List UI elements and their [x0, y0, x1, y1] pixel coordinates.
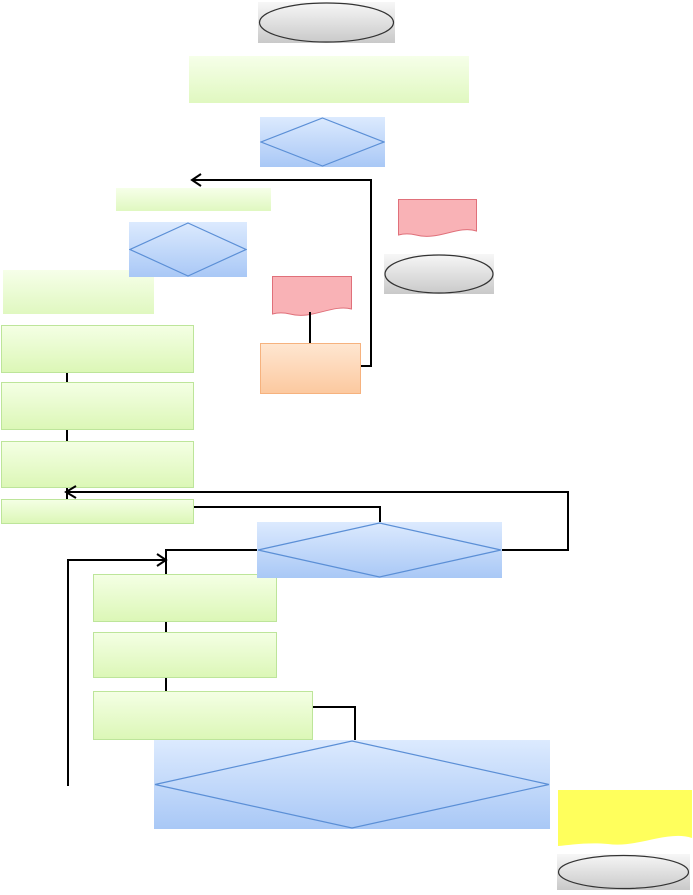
- middle-terminator-shape: [384, 254, 494, 294]
- connector-loop-right: [66, 491, 569, 551]
- red-document-mid: [272, 276, 352, 318]
- bottom-decision: [154, 740, 550, 829]
- left-decision-diamond: [128, 222, 248, 277]
- process-box-3: [1, 441, 194, 488]
- arrowhead-process-bar: [64, 485, 77, 499]
- start-terminator-shape: [258, 2, 395, 43]
- connector-bar-to-wide-decision: [194, 506, 381, 522]
- start-terminator: [258, 2, 395, 43]
- process-bar: [1, 499, 194, 524]
- middle-terminator: [384, 254, 494, 294]
- connector-loop-left: [67, 559, 166, 786]
- arrowhead-process-4: [156, 553, 168, 567]
- yellow-document: [558, 790, 692, 848]
- process-box-5: [93, 632, 277, 678]
- connector-wide-decision-left: [165, 549, 257, 574]
- left-decision: [128, 222, 248, 277]
- process-box-2: [1, 382, 194, 430]
- connector-orange-to-thin-process: [192, 179, 372, 367]
- red-document-right-shape: [398, 199, 477, 237]
- top-process-box: [189, 56, 469, 103]
- bottom-decision-diamond: [154, 740, 550, 829]
- top-decision: [259, 117, 386, 167]
- orange-process-box: [260, 343, 361, 394]
- process-box-6: [93, 691, 313, 740]
- red-document-right: [398, 199, 477, 239]
- red-document-mid-shape: [272, 276, 352, 316]
- thin-process-box: [116, 188, 271, 211]
- wide-decision: [257, 522, 502, 578]
- connector-p6-to-bottom-decision: [313, 706, 356, 740]
- process-box-1: [1, 325, 194, 373]
- end-terminator-shape: [557, 854, 690, 890]
- process-box-4: [93, 574, 277, 622]
- yellow-document-shape: [558, 790, 692, 846]
- top-decision-diamond: [259, 117, 386, 167]
- left-process-box: [3, 270, 154, 314]
- wide-decision-diamond: [257, 522, 502, 578]
- arrowhead-thin-process: [190, 173, 202, 187]
- end-terminator: [557, 854, 690, 890]
